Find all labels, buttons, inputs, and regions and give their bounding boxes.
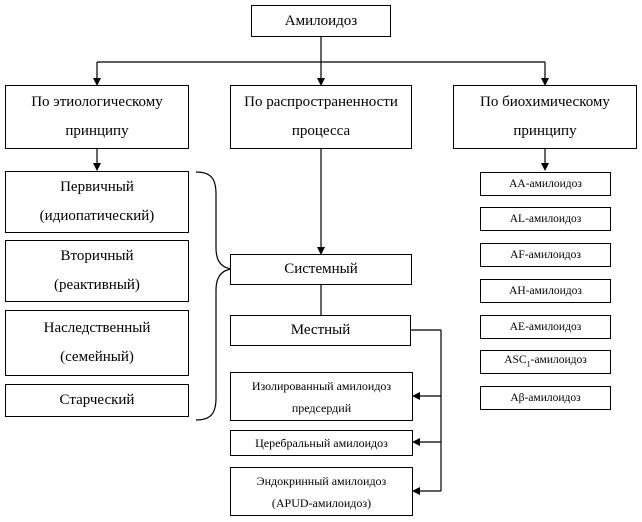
category-prevalence-box: По распространенности процесса bbox=[230, 85, 412, 149]
local-type-label: Изолированный амилоидоз предсердий bbox=[251, 378, 392, 415]
etiology-item-primary: Первичный (идиопатический) bbox=[5, 171, 189, 233]
biochem-item-label: AL-амилоидоз bbox=[509, 213, 582, 225]
etiology-item-secondary: Вторичный (реактивный) bbox=[5, 240, 189, 302]
biochem-item-aa: AA-амилоидоз bbox=[480, 172, 611, 196]
category-etiology-label: По этиологическому принципу bbox=[31, 94, 163, 139]
etiology-item-label: Вторичный (реактивный) bbox=[54, 248, 140, 293]
etiology-item-senile: Старческий bbox=[5, 384, 189, 417]
biochem-item-ah: AH-амилоидоз bbox=[480, 279, 611, 303]
biochem-item-al: AL-амилоидоз bbox=[480, 207, 611, 231]
etiology-item-label: Старческий bbox=[59, 392, 135, 408]
etiology-item-label: Наследственный (семейный) bbox=[43, 320, 151, 365]
category-biochem-box: По биохимическому принципу bbox=[453, 85, 637, 149]
biochem-item-label: Aβ-амилоидоз bbox=[510, 392, 581, 404]
systemic-label: Системный bbox=[284, 261, 358, 277]
asc-suffix: -амилоидоз bbox=[530, 353, 587, 366]
root-box: Амилоидоз bbox=[251, 5, 391, 37]
category-biochem-label: По биохимическому принципу bbox=[480, 94, 610, 139]
biochem-item-label: AH-амилоидоз bbox=[509, 285, 582, 297]
category-etiology-box: По этиологическому принципу bbox=[5, 85, 189, 149]
asc-subscript: 1 bbox=[526, 359, 531, 369]
local-type-label: Церебральный амилоидоз bbox=[255, 436, 388, 450]
local-box: Местный bbox=[230, 315, 411, 346]
biochem-item-label: ASC1-амилоидоз bbox=[504, 349, 587, 375]
systemic-box: Системный bbox=[230, 254, 412, 285]
category-prevalence-label: По распространенности процесса bbox=[244, 94, 398, 139]
asc-prefix: ASC bbox=[504, 353, 527, 366]
biochem-item-asc1: ASC1-амилоидоз bbox=[480, 350, 611, 374]
biochem-item-label: AE-амилоидоз bbox=[509, 321, 582, 333]
etiology-item-hereditary: Наследственный (семейный) bbox=[5, 310, 189, 376]
biochem-item-label: AF-амилоидоз bbox=[510, 249, 581, 261]
local-type-label: Эндокринный амилоидоз (APUD-амилоидоз) bbox=[256, 473, 387, 510]
etiology-item-label: Первичный (идиопатический) bbox=[39, 179, 155, 224]
biochem-item-label: AA-амилоидоз bbox=[509, 178, 582, 190]
biochem-item-ae: AE-амилоидоз bbox=[480, 315, 611, 339]
root-label: Амилоидоз bbox=[284, 12, 358, 29]
local-type-atrial: Изолированный амилоидоз предсердий bbox=[230, 372, 413, 421]
biochem-item-abeta: Aβ-амилоидоз bbox=[480, 386, 611, 410]
local-type-cerebral: Церебральный амилоидоз bbox=[230, 430, 413, 456]
biochem-item-af: AF-амилоидоз bbox=[480, 243, 611, 267]
local-label: Местный bbox=[290, 322, 351, 338]
local-type-endocrine: Эндокринный амилоидоз (APUD-амилоидоз) bbox=[230, 467, 413, 516]
